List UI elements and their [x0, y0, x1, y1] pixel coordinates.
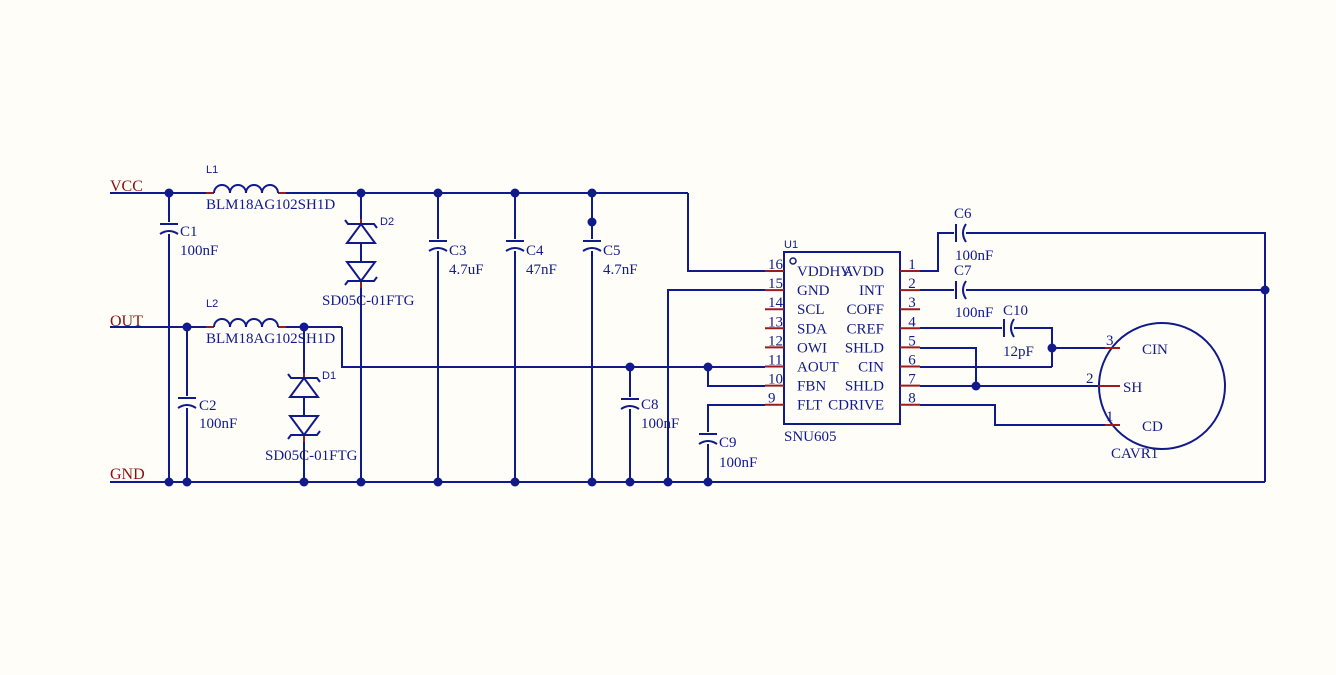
capacitor-c6: C6 100nF — [954, 206, 993, 264]
capacitor-c3: C3 4.7uF — [428, 240, 484, 278]
u1-pin-16-name: VDDHV — [797, 264, 851, 280]
wires — [110, 192, 1266, 483]
c5-value: 4.7nF — [603, 262, 638, 278]
u1-pin-3-name: COFF — [846, 302, 884, 318]
c8-designator: C8 — [641, 397, 659, 413]
cavr1-pin-3-name: CIN — [1142, 342, 1168, 358]
c1-value: 100nF — [180, 243, 218, 259]
c9-designator: C9 — [719, 435, 737, 451]
l1-value: BLM18AG102SH1D — [206, 197, 335, 213]
u1-pin-10-number: 10 — [768, 372, 783, 388]
tvs-diode-d1: D1 SD05C-01FTG — [265, 370, 358, 464]
c8-value: 100nF — [641, 416, 679, 432]
cavr1-pin-2-number: 2 — [1086, 371, 1094, 387]
u1-pin-4-name: CREF — [846, 321, 884, 337]
l2-designator: L2 — [206, 298, 218, 310]
c2-designator: C2 — [199, 398, 217, 414]
c10-value: 12pF — [1003, 344, 1034, 360]
junctions — [164, 188, 1270, 487]
u1-pin-11-number: 11 — [768, 353, 782, 369]
capacitor-c9: C9 100nF — [698, 433, 757, 471]
inductor-l1: L1 BLM18AG102SH1D — [206, 164, 335, 213]
u1-pin-7-name: SHLD — [845, 379, 884, 395]
c9-value: 100nF — [719, 455, 757, 471]
cavr1-pin-1-number: 1 — [1106, 409, 1114, 425]
capacitor-c7: C7 100nF — [954, 263, 993, 321]
c3-designator: C3 — [449, 243, 467, 259]
u1-pin-3-number: 3 — [908, 295, 916, 311]
u1-pin-7-number: 7 — [908, 372, 916, 388]
c1-designator: C1 — [180, 224, 198, 240]
d1-designator: D1 — [322, 370, 336, 382]
u1-pin-9-name: FLT — [797, 398, 822, 414]
u1-pin-1-name: AVDD — [843, 264, 885, 280]
c6-value: 100nF — [955, 248, 993, 264]
u1-part-number: SNU605 — [784, 429, 837, 445]
u1-pin-5-name: SHLD — [845, 340, 884, 356]
tvs-diode-d2: D2 SD05C-01FTG — [322, 216, 415, 309]
c4-designator: C4 — [526, 243, 544, 259]
net-label-gnd: GND — [110, 466, 145, 483]
net-label-out: OUT — [110, 313, 143, 330]
cavr1-pin-3-number: 3 — [1106, 333, 1114, 349]
cavr1-pin-1-name: CD — [1142, 419, 1163, 435]
capacitor-c10: C10 12pF — [1003, 303, 1034, 360]
capacitor-c1: C1 100nF — [159, 223, 218, 259]
capacitor-c4: C4 47nF — [505, 240, 557, 278]
u1-pin-13-number: 13 — [768, 314, 783, 330]
inductor-l2: L2 BLM18AG102SH1D — [206, 298, 335, 347]
u1-pin-14-name: SCL — [797, 302, 825, 318]
u1-pin-15-name: GND — [797, 283, 830, 299]
c4-value: 47nF — [526, 262, 557, 278]
u1-pin-2-name: INT — [859, 283, 884, 299]
u1-pin-8-number: 8 — [908, 391, 916, 407]
u1-pin-1-number: 1 — [908, 257, 916, 273]
u1-pin-13-name: SDA — [797, 321, 827, 337]
d1-value: SD05C-01FTG — [265, 448, 358, 464]
u1-pin-6-number: 6 — [908, 353, 916, 369]
u1-pin-12-number: 12 — [768, 333, 783, 349]
l1-designator: L1 — [206, 164, 218, 176]
c5-designator: C5 — [603, 243, 621, 259]
d2-value: SD05C-01FTG — [322, 293, 415, 309]
d2-designator: D2 — [380, 216, 394, 228]
u1-left-pins: 16 VDDHV 15 GND 14 SCL 13 SDA 12 OWI 11 AOUT 10 FBN 9 F… — [765, 257, 851, 414]
capacitor-c5: C5 4.7nF — [582, 240, 638, 278]
u1-designator: U1 — [784, 239, 798, 251]
c7-value: 100nF — [955, 305, 993, 321]
c7-designator: C7 — [954, 263, 972, 279]
c2-value: 100nF — [199, 416, 237, 432]
u1-pin-4-number: 4 — [908, 314, 916, 330]
u1-pin-16-number: 16 — [768, 257, 784, 273]
u1-pin-14-number: 14 — [768, 295, 784, 311]
c6-designator: C6 — [954, 206, 972, 222]
u1-pin-15-number: 15 — [768, 276, 783, 292]
sensor-cavr1: 3 CIN 2 SH 1 CD CAVR1 — [1086, 322, 1226, 462]
u1-pin-8-name: CDRIVE — [828, 398, 884, 414]
c3-value: 4.7uF — [449, 262, 484, 278]
u1-pin-6-name: CIN — [858, 360, 884, 376]
u1-pin-10-name: FBN — [797, 379, 826, 395]
c10-designator: C10 — [1003, 303, 1028, 319]
l2-value: BLM18AG102SH1D — [206, 331, 335, 347]
u1-pin-5-number: 5 — [908, 333, 916, 349]
net-label-vcc: VCC — [110, 178, 143, 195]
u1-pin-11-name: AOUT — [797, 360, 839, 376]
cavr1-designator: CAVR1 — [1111, 446, 1158, 462]
u1-pin-9-number: 9 — [768, 391, 776, 407]
u1-pin-2-number: 2 — [908, 276, 916, 292]
capacitor-c2: C2 100nF — [177, 397, 237, 432]
cavr1-pin-2-name: SH — [1123, 380, 1142, 396]
capacitor-c8: C8 100nF — [620, 397, 679, 432]
u1-pin-12-name: OWI — [797, 340, 827, 356]
